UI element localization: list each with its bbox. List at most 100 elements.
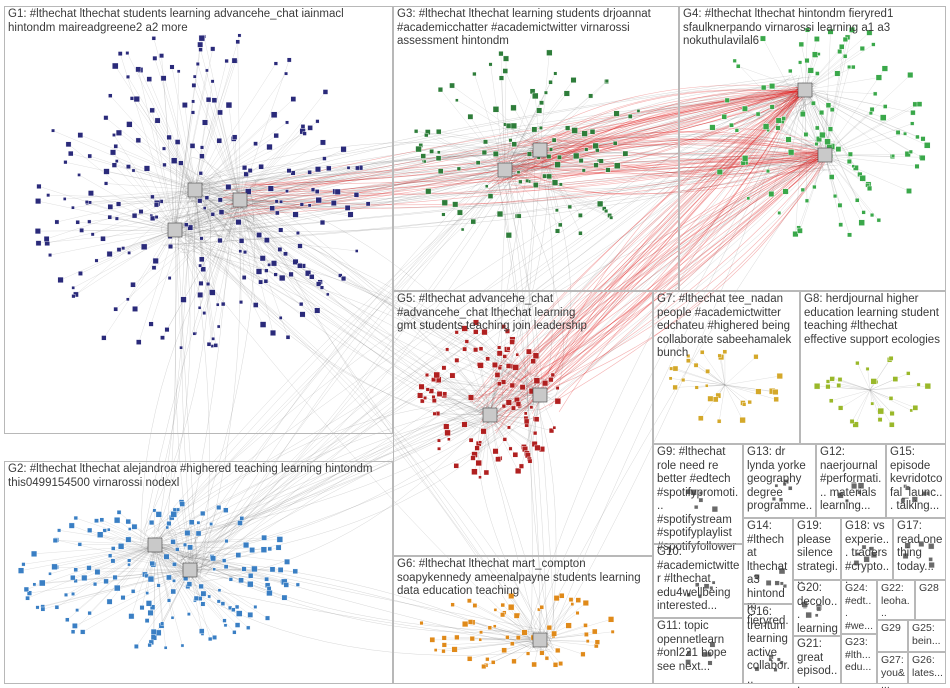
edge xyxy=(513,141,821,190)
graph-node xyxy=(904,151,911,158)
group-label-g19: G19: please silence strategi... xyxy=(797,520,838,586)
edge xyxy=(869,389,893,425)
graph-node xyxy=(461,325,468,332)
edge xyxy=(824,105,829,156)
graph-node xyxy=(77,542,82,547)
graph-node xyxy=(877,417,883,423)
hub-avatar-node xyxy=(182,562,198,578)
edge xyxy=(670,378,726,386)
edge xyxy=(777,127,826,156)
graph-node xyxy=(881,65,888,72)
graph-node xyxy=(807,67,814,74)
edge xyxy=(867,368,871,391)
edge xyxy=(23,544,156,565)
edge xyxy=(154,544,215,638)
graph-node xyxy=(64,592,69,597)
graph-node xyxy=(500,602,505,608)
graph-node xyxy=(290,96,297,102)
edge xyxy=(106,183,196,191)
edge xyxy=(683,379,726,386)
edge xyxy=(505,70,541,151)
graph-node xyxy=(71,592,75,596)
graph-node xyxy=(87,153,92,159)
edge xyxy=(174,73,287,231)
edge xyxy=(804,89,808,201)
graph-node xyxy=(609,215,614,220)
graph-node xyxy=(190,110,196,115)
group-box-g27: G27: you&... xyxy=(877,652,908,688)
graph-node xyxy=(77,132,84,138)
edge xyxy=(123,229,176,249)
edge xyxy=(165,147,840,245)
graph-node xyxy=(819,109,825,116)
edge xyxy=(493,639,541,663)
edge xyxy=(151,180,508,534)
graph-node xyxy=(610,629,615,634)
edge xyxy=(133,544,156,592)
edge xyxy=(428,149,541,192)
graph-node xyxy=(420,398,425,404)
edge xyxy=(779,154,826,214)
graph-node xyxy=(511,405,516,411)
graph-node xyxy=(711,506,718,513)
graph-node xyxy=(613,110,620,117)
edge xyxy=(256,155,826,215)
graph-node xyxy=(184,222,189,227)
graph-node xyxy=(551,179,559,186)
graph-node xyxy=(71,294,76,299)
edge xyxy=(154,544,264,550)
graph-node xyxy=(117,543,125,550)
edge xyxy=(185,177,477,426)
graph-node xyxy=(554,398,562,405)
edge xyxy=(504,164,558,171)
edge xyxy=(174,229,201,295)
graph-node xyxy=(505,363,512,369)
edge xyxy=(527,151,824,385)
edge xyxy=(194,135,277,191)
graph-node xyxy=(220,601,226,606)
edge xyxy=(546,102,792,649)
graph-node xyxy=(247,573,254,579)
graph-node xyxy=(742,105,748,112)
edge xyxy=(179,201,486,430)
graph-node xyxy=(65,141,72,148)
graph-node xyxy=(200,590,207,597)
edge xyxy=(92,189,196,235)
graph-node xyxy=(519,384,526,391)
edge xyxy=(438,379,541,396)
graph-node xyxy=(297,243,303,249)
edge xyxy=(194,61,236,191)
edge xyxy=(112,152,176,231)
graph-node xyxy=(570,77,577,84)
edge xyxy=(509,90,804,182)
graph-node xyxy=(216,505,222,510)
graph-node xyxy=(253,141,258,146)
graph-node xyxy=(716,168,723,175)
edge xyxy=(788,89,806,140)
graph-node xyxy=(581,130,588,137)
graph-node xyxy=(113,144,118,149)
edge xyxy=(184,76,816,204)
edge xyxy=(185,163,813,234)
graph-node xyxy=(525,178,530,183)
graph-node xyxy=(924,383,931,390)
edge xyxy=(504,169,509,236)
graph-node xyxy=(197,292,204,298)
edge xyxy=(89,544,156,614)
graph-node xyxy=(210,212,215,217)
edge xyxy=(506,99,794,181)
graph-node xyxy=(94,518,99,523)
graph-node xyxy=(125,518,131,525)
graph-node xyxy=(221,558,227,563)
edge xyxy=(742,89,806,164)
edge xyxy=(194,189,196,334)
edge xyxy=(194,189,202,260)
edge xyxy=(184,144,819,236)
edge xyxy=(201,156,241,201)
edge xyxy=(90,193,176,231)
edge xyxy=(127,76,196,191)
edge xyxy=(724,384,773,392)
graph-node xyxy=(792,231,799,238)
edge xyxy=(423,149,541,162)
edge xyxy=(510,156,828,195)
